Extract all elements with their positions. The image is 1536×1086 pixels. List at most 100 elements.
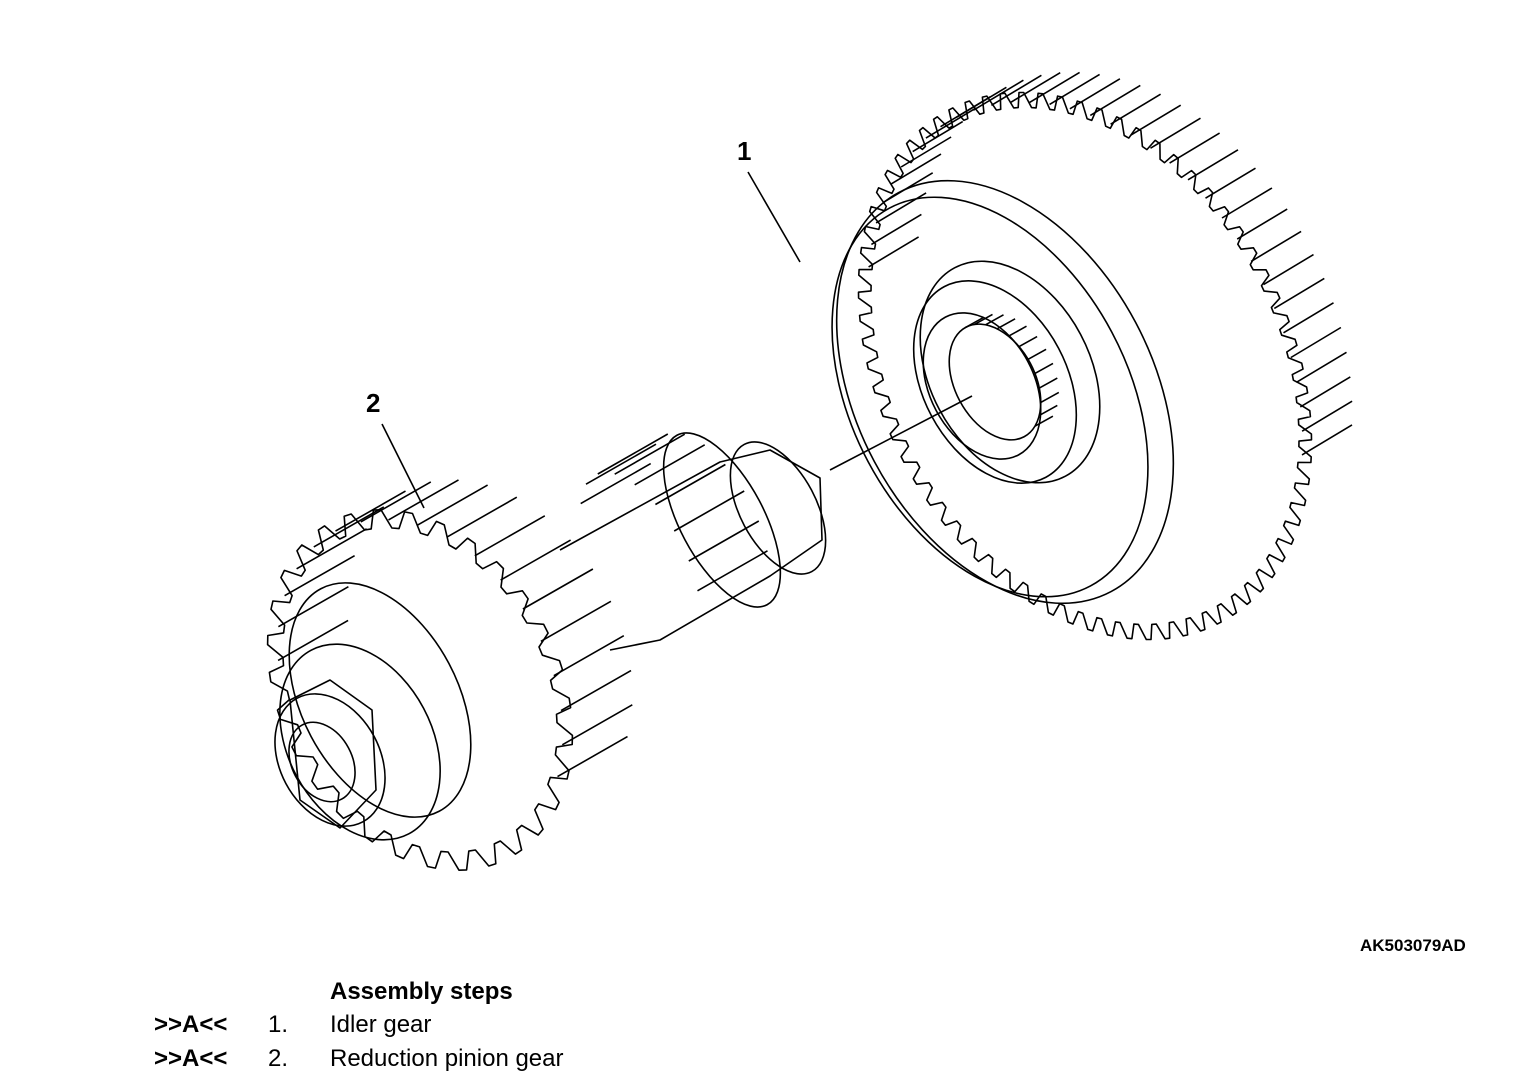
idler-gear-helical-tooth: [1029, 71, 1081, 104]
pinion-gear-helical-tooth: [560, 669, 632, 712]
idler-gear-helical-tooth: [1301, 424, 1353, 456]
pinion-gear-helical-tooth: [284, 555, 355, 597]
pinion-shaft-spline: [614, 433, 686, 475]
pinion-gear-helical-tooth: [313, 506, 385, 548]
pinion-gear-helical-tooth: [278, 586, 349, 628]
pinion-gear-helical-tooth: [522, 568, 594, 610]
idler-gear-helical-tooth: [1296, 351, 1347, 383]
assembly-step-1: >>A<< 1. Idler gear: [0, 1011, 700, 1041]
callout-leader-lines: [381, 171, 973, 509]
pinion-gear-helical-tooth: [335, 490, 406, 532]
idler-gear-helical-tooth: [1236, 208, 1288, 240]
pinion-gear-helical-tooth: [474, 515, 546, 557]
pinion-gear-helical-tooth: [417, 484, 488, 526]
idler-gear-teeth-front: [857, 91, 1313, 641]
idler-gear-helical-tooth: [1205, 167, 1256, 199]
idler-gear-face-rim: [835, 179, 1175, 605]
pinion-gear-helical-tooth: [388, 479, 459, 521]
callout-1-number: 1: [737, 136, 752, 166]
idler-gear-hub-step: [912, 280, 1078, 484]
pinion-shaft-spline: [697, 550, 768, 592]
idler-gear-helical-tooth: [900, 136, 952, 168]
pinion-gear-hex-nut: [289, 679, 377, 829]
idler-gear-helical-tooth: [1283, 302, 1334, 334]
pinion-shaft-spline: [655, 463, 726, 506]
idler-gear-internal-spline: [1034, 362, 1054, 375]
idler-gear-helical-tooth: [1187, 149, 1239, 181]
idler-gear-internal-spline: [1018, 335, 1038, 348]
idler-gear-helical-tooth: [1290, 326, 1342, 359]
idler-gear-face-inner-rim: [831, 196, 1149, 598]
idler-gear-helical-tooth: [972, 79, 1024, 111]
step-1-mark: >>A<<: [154, 1011, 228, 1038]
idler-gear-helical-tooth: [1049, 73, 1101, 106]
idler-gear-helical-tooth: [955, 86, 1007, 118]
idler-gear-helical-tooth: [1169, 132, 1221, 164]
idler-gear-helical-tooth: [912, 120, 964, 153]
idler-gear-helical-tooth: [1301, 400, 1353, 432]
idler-gear-helical-tooth: [868, 236, 920, 268]
pinion-gear-helical-tooth: [561, 704, 633, 746]
pinion-gear-helical-tooth: [360, 481, 432, 523]
pinion-shaft-spline: [688, 520, 760, 562]
idler-gear-axis-line: [829, 395, 973, 471]
pinion-shaft-spline: [673, 490, 745, 532]
idler-gear-helical-tooth: [870, 213, 922, 246]
idler-gear-internal-spline: [996, 318, 1016, 330]
step-2-number: 2.: [268, 1045, 289, 1072]
pinion-gear-helical-tooth: [553, 635, 625, 677]
pinion-shaft-spline: [585, 443, 657, 485]
idler-gear-internal-spline: [1040, 391, 1060, 404]
pinion-gear-teeth-front: [266, 508, 574, 872]
pinion-shaft-end-journal: [729, 441, 827, 575]
pinion-gear-hub: [279, 643, 441, 841]
idler-gear-helical-tooth: [1299, 376, 1351, 408]
idler-gear-internal-spline: [1038, 377, 1058, 389]
idler-gear-helical-tooth: [1263, 253, 1314, 286]
idler-gear-helical-tooth: [1150, 117, 1201, 149]
callout-2-leader: [381, 423, 425, 509]
idler-gear-internal-spline: [1027, 348, 1047, 360]
pinion-gear-bore: [288, 721, 356, 803]
idler-gear-helical-tooth: [1221, 187, 1273, 219]
assembly-steps-title: Assembly steps: [330, 978, 513, 1005]
assembly-step-2: >>A<< 2. Reduction pinion gear: [0, 1045, 700, 1075]
idler-gear-helical-tooth: [1250, 230, 1302, 263]
step-2-mark: >>A<<: [154, 1045, 228, 1072]
callout-1-leader: [747, 171, 801, 263]
pinion-shaft-spline: [634, 444, 706, 486]
idler-gear-helical-tooth: [875, 192, 927, 224]
idler-gear-helical-tooth: [1089, 84, 1141, 117]
step-1-label: Idler gear: [330, 1011, 432, 1038]
pinion-gear-shaft-end: [274, 693, 386, 827]
pinion-gear-helical-tooth: [557, 735, 628, 778]
reduction-pinion-gear-drawing: [266, 432, 827, 872]
pinion-shaft-outline: [559, 449, 823, 651]
idler-gear-internal-spline: [1008, 325, 1027, 337]
idler-gear-helical-tooth: [1273, 277, 1325, 310]
idler-gear-spline-bore: [948, 323, 1042, 441]
idler-gear-helical-tooth: [890, 153, 942, 185]
idler-gear-internal-spline: [1034, 415, 1054, 427]
pinion-gear-helical-tooth: [296, 528, 367, 570]
idler-gear-helical-tooth: [1110, 93, 1162, 125]
idler-gear-internal-spline: [974, 313, 993, 326]
idler-gear-drawing: [831, 71, 1353, 641]
pinion-gear-helical-tooth: [500, 539, 571, 581]
idler-gear-helical-tooth: [1009, 72, 1061, 104]
figure-code: AK503079AD: [1360, 936, 1466, 955]
pinion-shaft-collar: [662, 432, 782, 608]
callout-2-number: 2: [366, 388, 381, 418]
idler-gear-internal-spline: [964, 317, 984, 329]
step-2-label: Reduction pinion gear: [330, 1045, 564, 1072]
pinion-gear-helical-tooth: [540, 600, 612, 642]
pinion-shaft-spline: [580, 462, 652, 505]
idler-gear-internal-spline: [985, 314, 1004, 326]
idler-gear-hub-outer: [919, 260, 1101, 484]
idler-gear-helical-tooth: [1069, 78, 1121, 110]
exploded-gear-diagram: [266, 71, 1353, 872]
pinion-gear-face-rim: [288, 582, 472, 818]
step-1-number: 1.: [268, 1011, 289, 1038]
pinion-shaft-spline: [597, 433, 669, 475]
idler-gear-internal-spline: [1038, 404, 1058, 417]
